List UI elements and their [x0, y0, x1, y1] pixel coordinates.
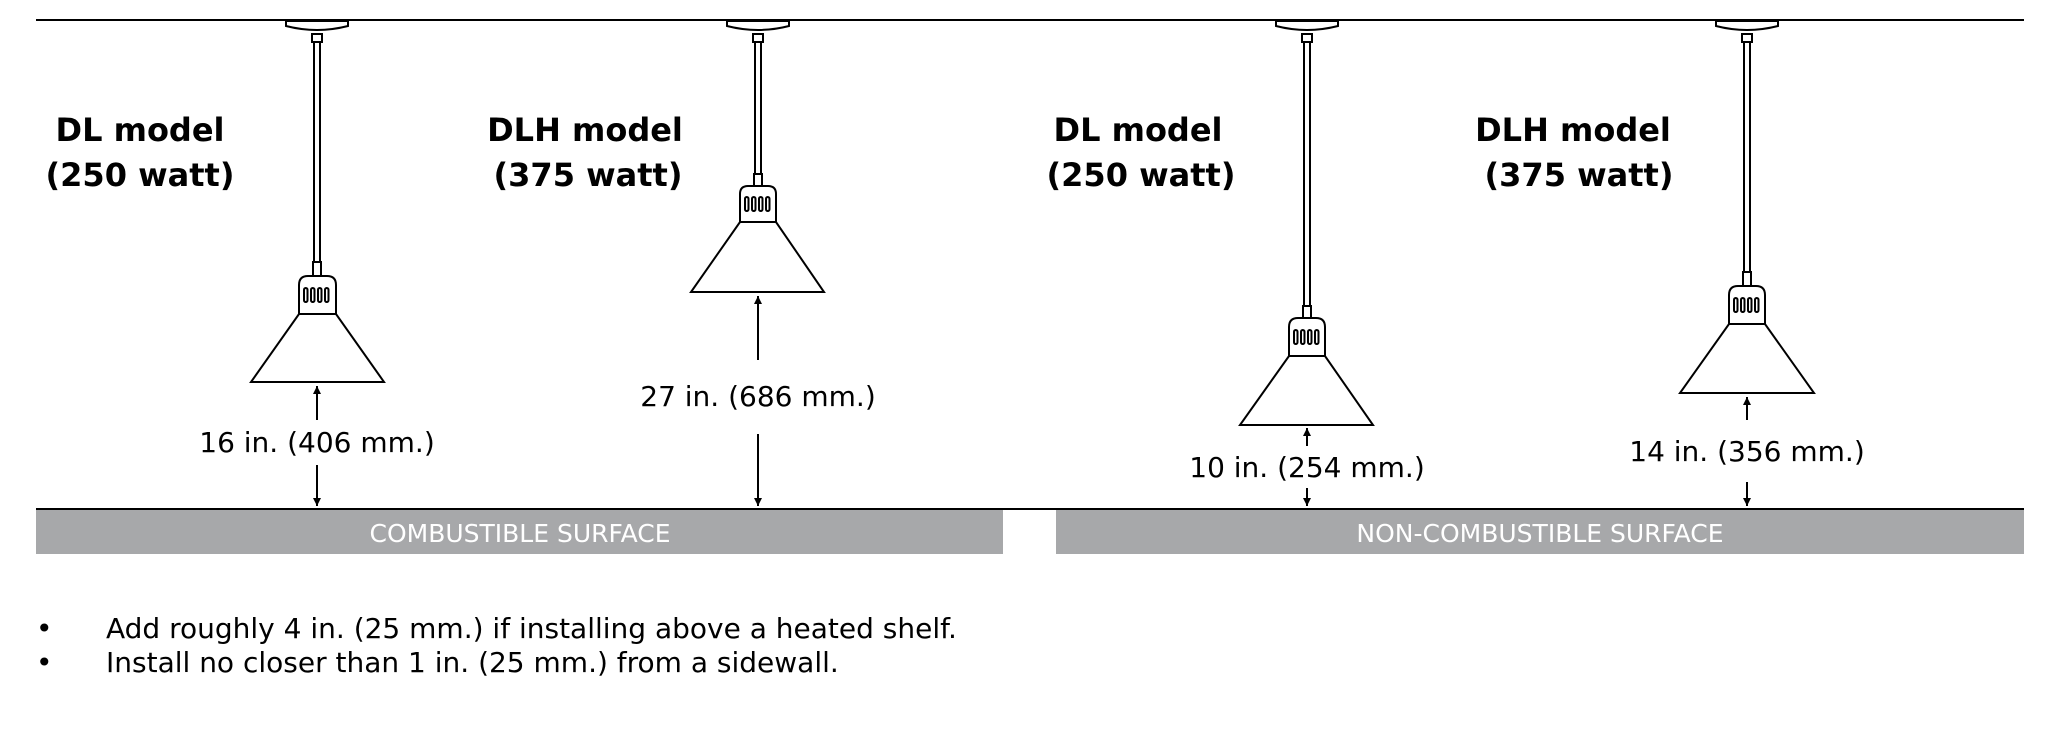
lamp-4-dlh-non-combustible: DLH model (375 watt) 14 in. (356 mm.) [1475, 20, 1865, 506]
lamp-2-wattage-label: (375 watt) [494, 156, 683, 194]
note-item: • Install no closer than 1 in. (25 mm.) … [36, 646, 957, 680]
note-text: Add roughly 4 in. (25 mm.) if installing… [106, 612, 957, 645]
lamp-1-fixture-icon [249, 20, 386, 383]
combustible-surface-bar [36, 510, 1003, 554]
lamp-1-dl-combustible: DL model (250 watt) 16 in. (406 mm.) [46, 20, 435, 506]
lamp-4-wattage-label: (375 watt) [1485, 156, 1674, 194]
non-combustible-surface-label: NON-COMBUSTIBLE SURFACE [1356, 519, 1723, 548]
non-combustible-surface-bar [1056, 510, 2024, 554]
bullet-icon: • [36, 646, 53, 679]
lamp-1-clearance-label: 16 in. (406 mm.) [199, 426, 435, 459]
lamp-4-fixture-icon [1678, 20, 1816, 394]
lamp-1-wattage-label: (250 watt) [46, 156, 235, 194]
lamp-2-clearance-label: 27 in. (686 mm.) [640, 380, 876, 413]
combustible-surface-label: COMBUSTIBLE SURFACE [369, 519, 670, 548]
installation-notes-list: • Add roughly 4 in. (25 mm.) if installi… [36, 612, 957, 680]
lamp-3-wattage-label: (250 watt) [1047, 156, 1236, 194]
lamp-3-dl-non-combustible: DL model (250 watt) 10 in. (254 mm.) [1047, 20, 1425, 506]
lamp-3-clearance-label: 10 in. (254 mm.) [1189, 451, 1425, 484]
note-item: • Add roughly 4 in. (25 mm.) if installi… [36, 612, 957, 646]
lamp-2-dlh-combustible: DLH model (375 watt) 27 in. (686 mm.) [487, 20, 876, 506]
lamp-2-fixture-icon [689, 20, 826, 293]
heat-lamp-clearance-diagram: COMBUSTIBLE SURFACE NON-COMBUSTIBLE SURF… [36, 19, 2024, 554]
lamp-3-model-label: DL model [1054, 111, 1223, 149]
combustible-surface: COMBUSTIBLE SURFACE [36, 510, 1003, 554]
non-combustible-surface: NON-COMBUSTIBLE SURFACE [1056, 510, 2024, 554]
lamp-4-model-label: DLH model [1475, 111, 1671, 149]
note-text: Install no closer than 1 in. (25 mm.) fr… [106, 646, 839, 679]
lamp-1-model-label: DL model [56, 111, 225, 149]
lamp-2-model-label: DLH model [487, 111, 683, 149]
lamp-4-clearance-label: 14 in. (356 mm.) [1629, 435, 1865, 468]
bullet-icon: • [36, 612, 53, 645]
lamp-3-fixture-icon [1238, 20, 1375, 426]
